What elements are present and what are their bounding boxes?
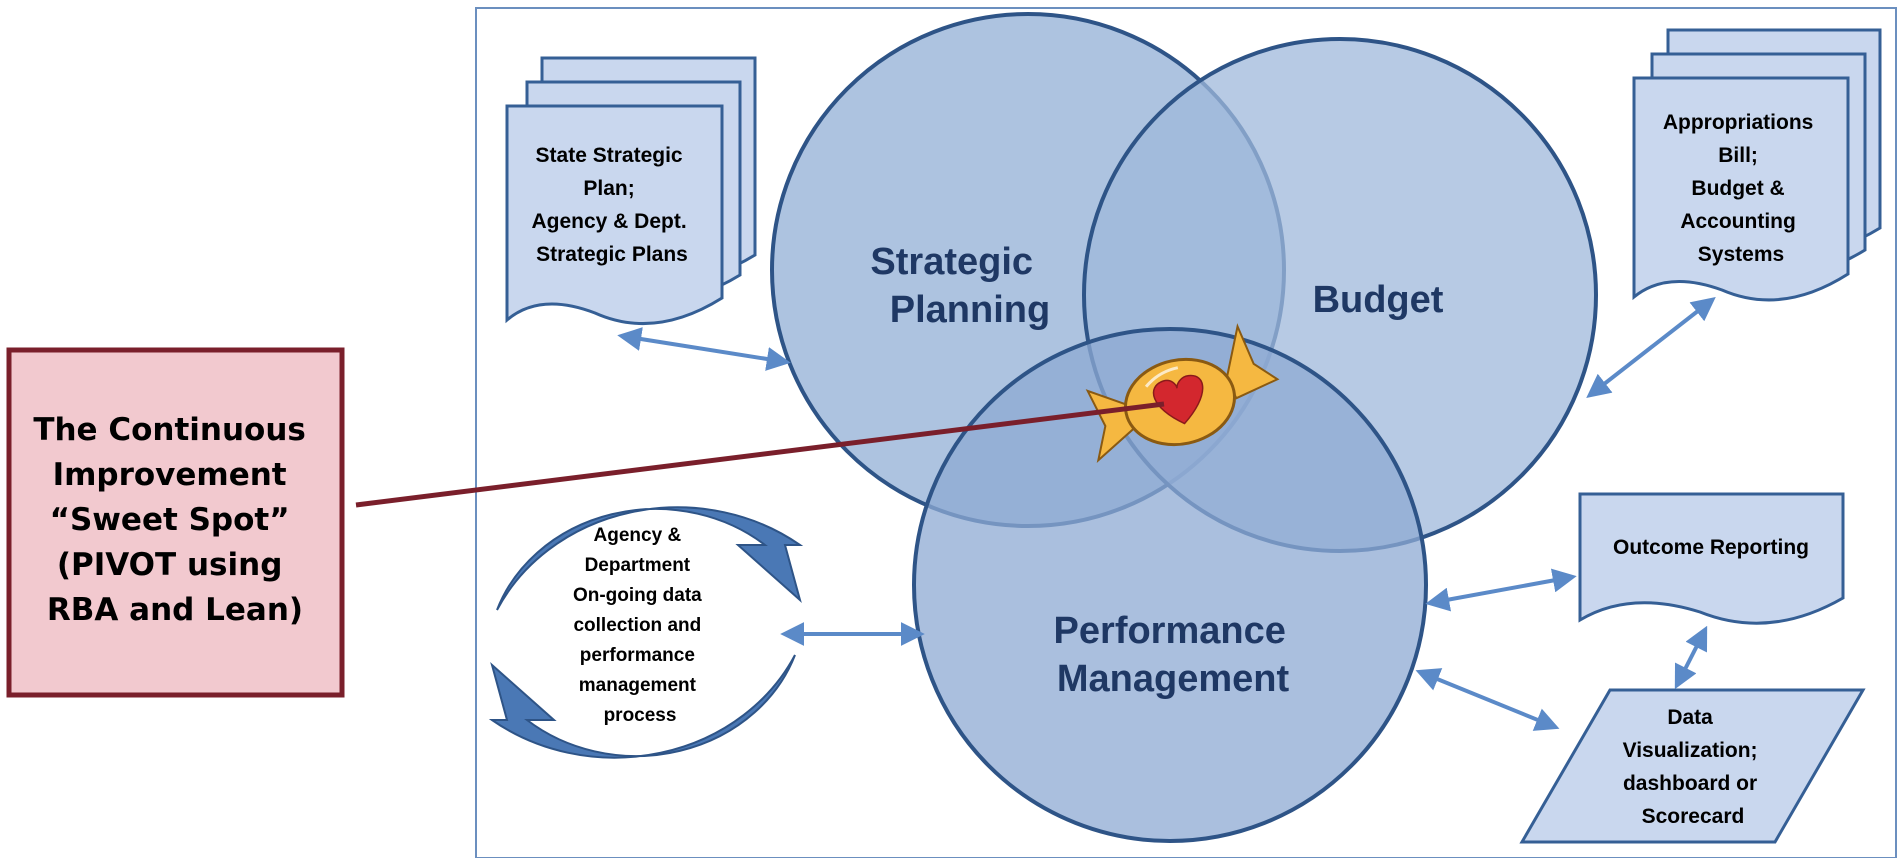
arrow-outcome-to-visualization [1674,625,1708,690]
appropriations-document-stack [1632,28,1882,302]
appropriations-text: Appropriations Bill; Budget & Accounting… [1663,111,1819,266]
cycle-arrow-top-icon [496,506,804,611]
sweet-spot-callout-box [6,347,345,698]
outcome-reporting-document [1578,492,1845,625]
arrow-state-plans-to-strategic [617,327,791,371]
connector-arrows [617,297,1716,731]
cycle-process-text: Agency & Department On-going data collec… [573,525,707,726]
arrow-appropriations-to-budget [1586,297,1716,398]
data-visualization-text: Data Visualization; dashboard or Scoreca… [1623,706,1764,828]
strategic-planning-label: Strategic Planning [870,241,1050,331]
callout-pointer-line [355,401,1165,508]
state-plans-document-stack [505,56,757,326]
sweet-spot-callout-text: The Continuous Improvement “Sweet Spot” … [33,412,316,628]
performance-management-label: Performance Management [1054,610,1297,700]
state-plans-text: State Strategic Plan; Agency & Dept. Str… [531,144,692,266]
continuous-cycle-arrows [488,506,804,759]
arrow-performance-to-visualization [1415,668,1560,731]
cycle-arrow-bottom-icon [488,654,796,759]
data-visualization-shape [1519,688,1866,844]
arrow-performance-to-outcome [1425,568,1577,612]
budget-label: Budget [1313,279,1444,321]
wrapped-candy-heart-icon [1085,323,1280,464]
outcome-reporting-text: Outcome Reporting [1613,536,1809,559]
